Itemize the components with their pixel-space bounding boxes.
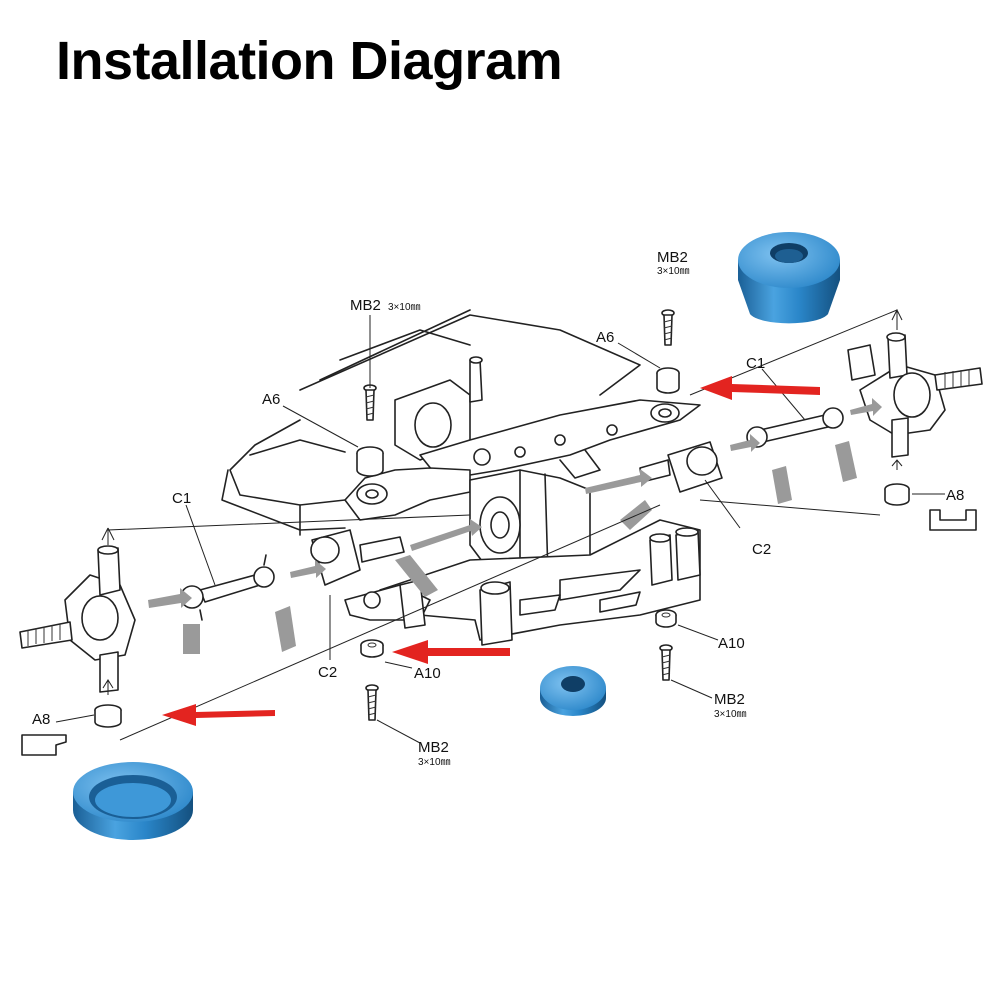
bushing-a10-left — [360, 639, 384, 658]
screw-bottom-center — [365, 684, 379, 721]
right-drivetrain — [639, 332, 983, 531]
red-arrow-bottom-left — [162, 704, 275, 726]
label-leaders — [55, 315, 945, 744]
label-c1-left: C1 — [172, 490, 191, 507]
label-mb2-left: MB2 — [350, 297, 381, 314]
screw-left-upper — [363, 384, 377, 421]
label-c2-left: C2 — [318, 664, 337, 681]
blue-bushing-bottom-left — [73, 762, 193, 840]
blue-bushing-top-right — [738, 232, 840, 324]
bushing-a10-right — [655, 609, 677, 628]
label-mb2-left-dim: 3×10㎜ — [388, 302, 421, 313]
label-a10-right: A10 — [718, 635, 745, 652]
label-a8-right: A8 — [946, 487, 964, 504]
label-c2-right: C2 — [752, 541, 771, 558]
chassis-linework — [221, 309, 701, 646]
blue-bushing-bottom-center — [540, 666, 606, 716]
label-mb2-top: MB2 — [657, 249, 688, 266]
label-mb2-bottom-center: MB2 — [418, 739, 449, 756]
label-c1-right: C1 — [746, 355, 765, 372]
page-title: Installation Diagram — [56, 31, 563, 91]
left-drivetrain — [19, 529, 405, 756]
label-a6-right: A6 — [596, 329, 614, 346]
label-mb2-top-dim: 3×10㎜ — [657, 266, 690, 277]
screw-top-center — [661, 309, 675, 346]
label-a8-left: A8 — [32, 711, 50, 728]
red-arrow-top — [700, 376, 820, 400]
bushing-a6-left — [356, 446, 384, 477]
red-arrow-middle — [392, 640, 510, 664]
screw-bottom-right — [659, 644, 673, 681]
guide-lines — [101, 308, 903, 741]
label-mb2-bottom-right: MB2 — [714, 691, 745, 708]
label-mb2-bottom-right-dim: 3×10㎜ — [714, 709, 747, 720]
label-a10-left: A10 — [414, 665, 441, 682]
label-a6-left: A6 — [262, 391, 280, 408]
label-mb2-bottom-center-dim: 3×10㎜ — [418, 757, 451, 768]
bushing-a6-right — [656, 367, 680, 394]
